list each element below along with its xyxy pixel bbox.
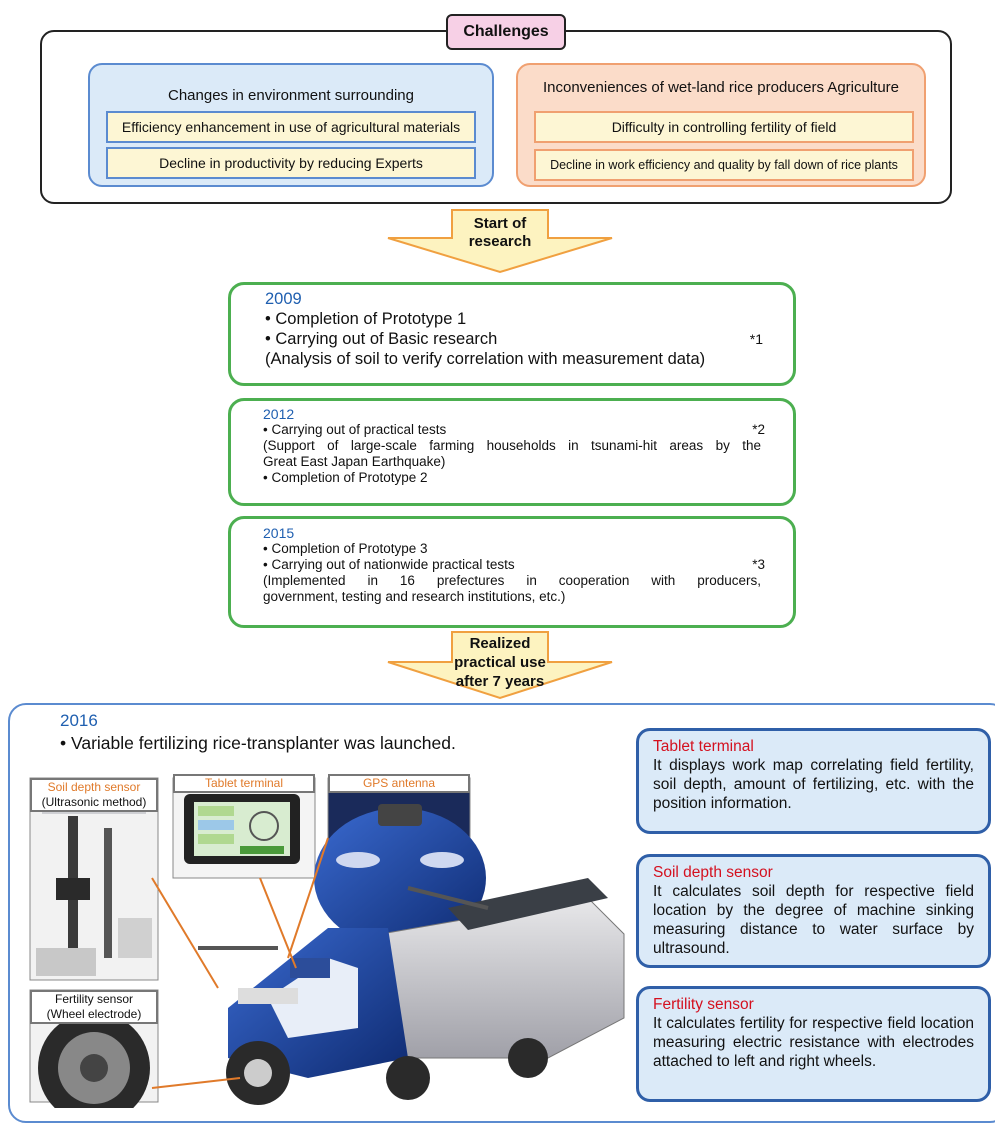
soil-depth-sensor-label: Soil depth sensor (Ultrasonic method) (30, 778, 158, 812)
timeline-line: • Carrying out of Basic research *1 (265, 330, 763, 348)
footnote-marker: *1 (749, 331, 763, 347)
tablet-terminal-label: Tablet terminal (173, 774, 315, 793)
info-body: It displays work map correlating field f… (653, 757, 974, 812)
challenge-item: Decline in productivity by reducing Expe… (106, 147, 476, 179)
challenges-title: Challenges (446, 14, 566, 50)
inconveniences-panel: Inconveniences of wet-land rice producer… (516, 63, 926, 187)
timeline-line: • Completion of Prototype 3 (263, 541, 428, 556)
environment-panel-title: Changes in environment surrounding (168, 87, 414, 104)
info-body: It calculates soil depth for respective … (653, 883, 974, 957)
info-body: It calculates fertility for respective f… (653, 1015, 974, 1070)
timeline-line: (Analysis of soil to verify correlation … (265, 350, 706, 368)
timeline-line: (Implemented in 16 prefectures in cooper… (263, 573, 761, 588)
footnote-marker: *2 (752, 422, 765, 437)
timeline-line: Great East Japan Earthquake) (263, 454, 446, 469)
info-title: Soil depth sensor (653, 864, 773, 881)
environment-changes-panel: Changes in environment surrounding Effic… (88, 63, 494, 187)
fertility-sensor-info: Fertility sensor It calculates fertility… (636, 986, 991, 1102)
gps-antenna-label: GPS antenna (328, 774, 470, 793)
start-research-label: Start of research (468, 215, 532, 250)
challenge-item: Difficulty in controlling fertility of f… (534, 111, 914, 143)
inconveniences-panel-title: Inconveniences of wet-land rice producer… (542, 79, 900, 96)
timeline-line: • Carrying out of practical tests *2 (263, 422, 765, 437)
challenge-item: Decline in work efficiency and quality b… (534, 149, 914, 181)
timeline-box-2012: 2012 • Carrying out of practical tests *… (228, 398, 796, 506)
year-label: 2015 (263, 525, 295, 541)
realized-practical-use-label: Realized practical use after 7 years (454, 635, 546, 690)
launch-text: • Variable fertilizing rice-transplanter… (60, 733, 456, 753)
timeline-box-2015: 2015 • Completion of Prototype 3 • Carry… (228, 516, 796, 628)
down-arrow-start-research (387, 209, 613, 274)
soil-depth-sensor-info: Soil depth sensor It calculates soil dep… (636, 854, 991, 968)
tablet-terminal-info: Tablet terminal It displays work map cor… (636, 728, 991, 834)
fertility-sensor-label: Fertility sensor (Wheel electrode) (30, 990, 158, 1024)
timeline-line: (Support of large-scale farming househol… (263, 438, 761, 453)
down-arrow-realized (387, 631, 613, 700)
footnote-marker: *3 (752, 557, 765, 572)
timeline-line: • Completion of Prototype 2 (263, 470, 428, 485)
timeline-line: • Completion of Prototype 1 (265, 310, 467, 328)
timeline-line: government, testing and research institu… (263, 589, 566, 604)
launch-year: 2016 (60, 711, 98, 730)
info-title: Tablet terminal (653, 738, 754, 755)
year-label: 2012 (263, 406, 295, 422)
timeline-line: • Carrying out of nationwide practical t… (263, 557, 765, 572)
year-label: 2009 (265, 290, 302, 308)
info-title: Fertility sensor (653, 996, 754, 1013)
challenge-item: Efficiency enhancement in use of agricul… (106, 111, 476, 143)
timeline-box-2009: 2009 • Completion of Prototype 1 • Carry… (228, 282, 796, 386)
